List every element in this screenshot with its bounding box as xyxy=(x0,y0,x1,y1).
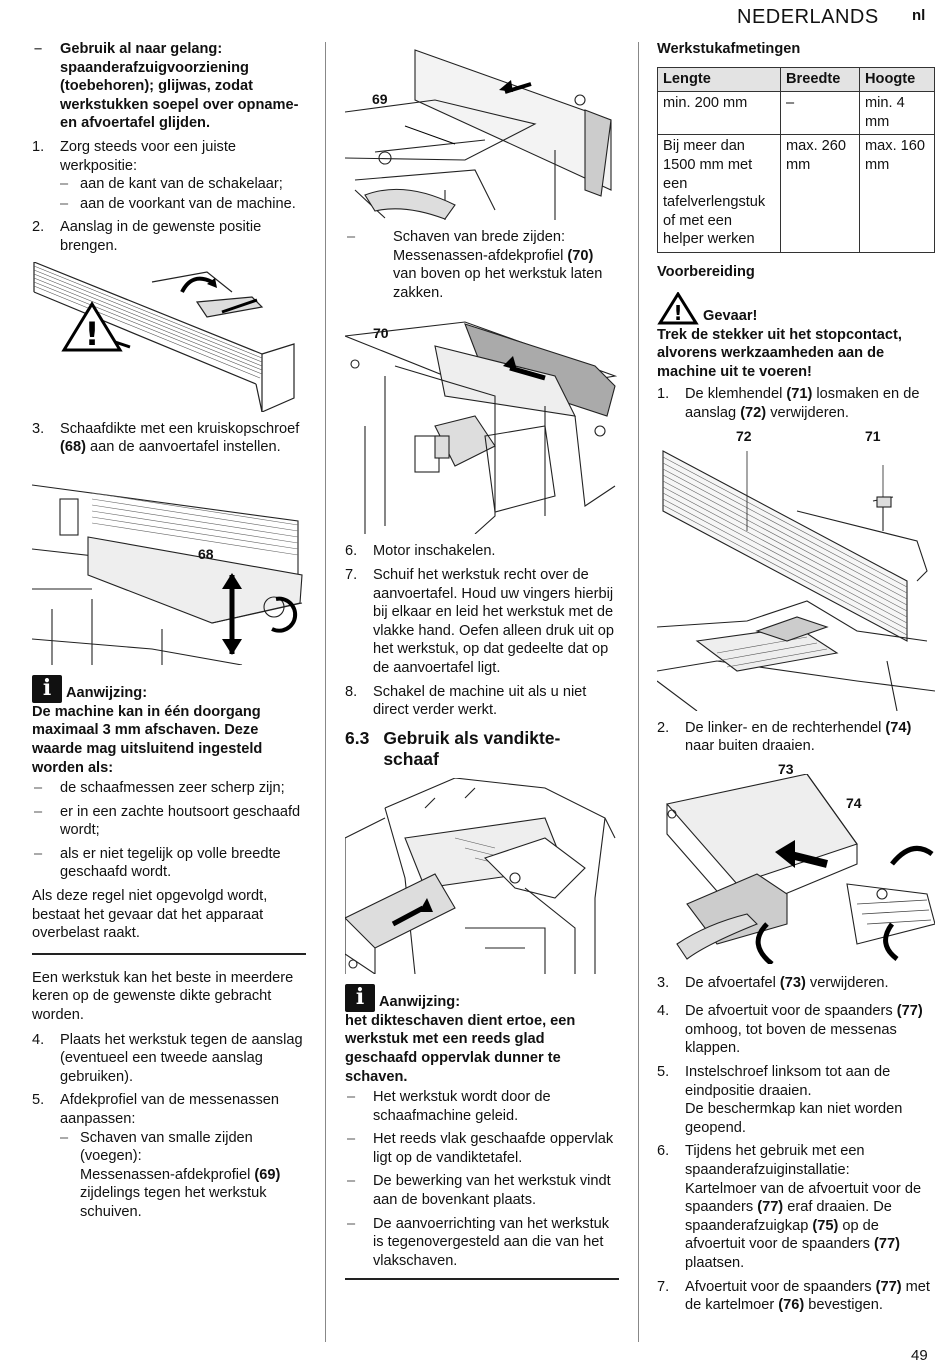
outfeed-removal-illustration: 73 74 xyxy=(657,761,935,964)
column-divider xyxy=(325,42,326,1342)
danger-text: Trek de stekker uit het stopcontact, alv… xyxy=(657,326,902,380)
notice-item: als er niet tegelijk op volle breedte ge… xyxy=(32,845,306,882)
step-6: 6. Tijdens het gebruik met een spaandera… xyxy=(657,1143,922,1271)
step-2: 2. Aanslag in de gewenste positie brenge… xyxy=(32,219,262,254)
step-7: 7. Schuif het werkstuk recht over de aan… xyxy=(345,566,614,676)
notice-item: de schaafmessen zeer scherp zijn; xyxy=(32,779,306,798)
step-2: 2. De linker- en de rechterhendel (74) n… xyxy=(657,719,912,755)
svg-text:!: ! xyxy=(85,315,100,353)
callout-70: 70 xyxy=(373,325,389,342)
column-1: Gebruik al naar gelang: spaanderafzuigvo… xyxy=(32,38,306,1227)
multi-pass-text: Een werkstuk kan het beste in meerdere k… xyxy=(32,969,294,1024)
info-icon: i xyxy=(32,674,62,703)
section-rule xyxy=(32,952,306,955)
step-3: 3. De afvoertafel (73) verwijderen. xyxy=(657,974,889,991)
wide-side-bullet: Schaven van brede zijden: Messenassen-af… xyxy=(345,228,619,302)
step-6: 6. Motor inschakelen. xyxy=(345,543,496,560)
notice-text: De machine kan in één doorgang maximaal … xyxy=(32,703,263,776)
danger-triangle-icon: ! xyxy=(657,291,699,325)
section-rule xyxy=(345,1278,619,1281)
narrow-side-illustration: 69 xyxy=(345,40,619,220)
notice-item: De bewerking van het werkstuk vindt aan … xyxy=(345,1172,619,1209)
callout-71: 71 xyxy=(865,427,881,444)
table-header: Breedte xyxy=(780,66,860,93)
warning-triangle-icon: ! xyxy=(61,300,123,353)
step-7: 7. Afvoertuit voor de spaanders (77) met… xyxy=(657,1278,930,1314)
fence-removal-illustration: 72 71 xyxy=(657,428,935,711)
table-row: Bij meer dan 1500 mm met een tafelverlen… xyxy=(657,134,935,253)
notice-consequence: Als deze regel niet opgevolgd wordt, bes… xyxy=(32,888,268,942)
callout-73: 73 xyxy=(778,760,794,777)
table-header: Lengte xyxy=(657,66,781,93)
table-row: min. 200 mm – min. 4 mm xyxy=(657,91,935,136)
notice-heading: i Aanwijzing: xyxy=(345,983,619,1012)
step-5: 5. Instelschroef linksom tot aan de eind… xyxy=(657,1064,903,1136)
notice-text: het dikteschaven dient ertoe, een werkst… xyxy=(345,1012,576,1085)
thicknesser-illustration xyxy=(345,777,619,974)
danger-heading: ! Gevaar! xyxy=(657,291,935,326)
page-number: 49 xyxy=(911,1347,928,1364)
notice-item: Het werkstuk wordt door de schaafmachine… xyxy=(345,1088,619,1125)
callout-69: 69 xyxy=(372,91,388,107)
column-3: Werkstukafmetingen Lengte Breedte Hoogte… xyxy=(657,40,935,1320)
notice-item: De aanvoerrichting van het werkstuk is t… xyxy=(345,1215,619,1271)
depth-adjust-illustration: 68 xyxy=(32,479,306,665)
wide-side-illustration: 70 xyxy=(345,316,619,535)
step-1: 1. De klemhendel (71) losmaken en de aan… xyxy=(657,386,920,421)
info-icon: i xyxy=(345,983,375,1012)
callout-72: 72 xyxy=(736,427,752,444)
step-3: 3. Schaafdikte met een kruiskopschroef (… xyxy=(32,420,300,456)
notice-heading: i Aanwijzing: xyxy=(32,674,306,703)
table-header: Hoogte xyxy=(859,66,935,93)
section-heading: 6.3 Gebruik als vandikte-schaaf xyxy=(345,727,561,769)
step-8: 8. Schakel de machine uit als u niet dir… xyxy=(345,683,587,719)
intro-bullet: Gebruik al naar gelang: spaanderafzuigvo… xyxy=(32,40,306,133)
dimensions-table: Lengte Breedte Hoogte min. 200 mm – min.… xyxy=(657,66,935,253)
step-1: 1. Zorg steeds voor een juiste werkposit… xyxy=(32,138,306,213)
svg-text:!: ! xyxy=(673,301,682,325)
language-header: NEDERLANDS xyxy=(737,6,879,28)
callout-68: 68 xyxy=(198,545,214,562)
step-4: 4. De afvoertuit voor de spaanders (77) … xyxy=(657,1003,923,1057)
step-4: 4. Plaats het werkstuk tegen de aanslag … xyxy=(32,1031,303,1085)
preparation-title: Voorbereiding xyxy=(657,263,755,280)
callout-74: 74 xyxy=(846,794,862,811)
dimensions-title: Werkstukafmetingen xyxy=(657,41,801,57)
notice-item: er in een zachte houtsoort geschaafd wor… xyxy=(32,803,306,840)
notice-item: Het reeds vlak geschaafde oppervlak ligt… xyxy=(345,1130,619,1167)
fence-adjust-illustration: ! xyxy=(32,261,306,412)
step-5: 5. Afdekprofiel van de messenassen aanpa… xyxy=(32,1091,306,1221)
column-2: 69 Schaven van brede zijden: Messenassen… xyxy=(345,40,619,1294)
language-code: nl xyxy=(912,7,926,24)
column-divider xyxy=(638,42,639,1342)
